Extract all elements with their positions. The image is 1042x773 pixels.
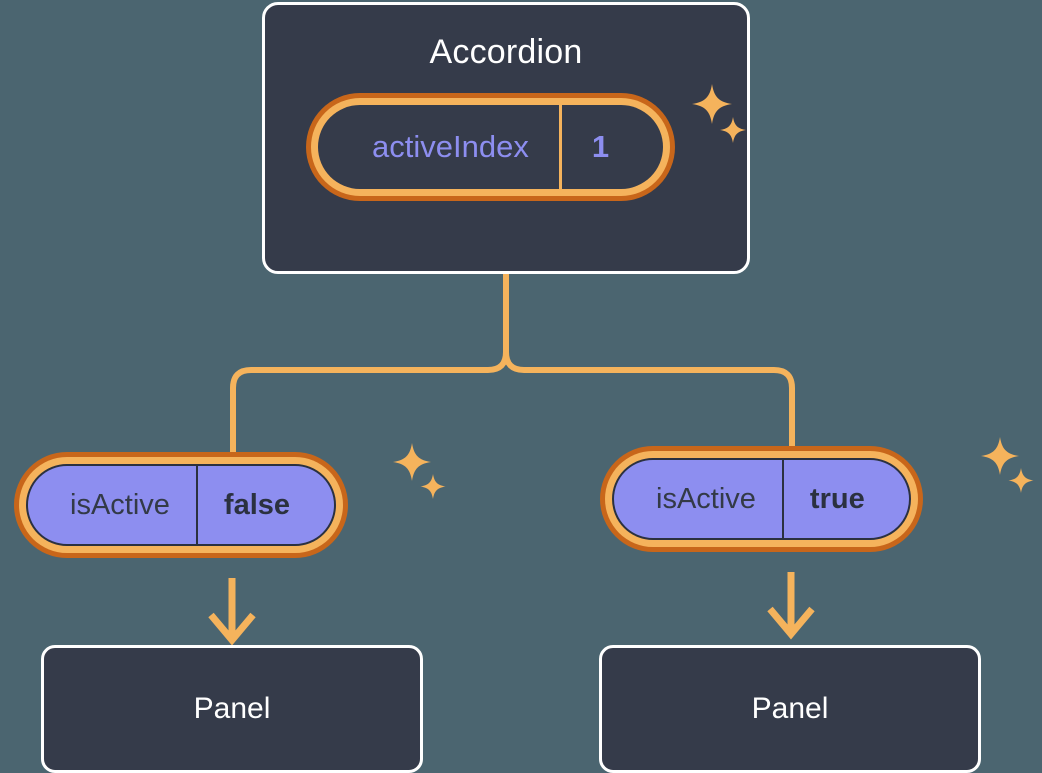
pill-body: activeIndex 1 xyxy=(318,105,664,189)
pill-outer-ring: isActive false xyxy=(14,452,349,558)
state-value-label: false xyxy=(223,488,291,521)
panel-title: Panel xyxy=(193,692,271,725)
arrow-head-right xyxy=(767,606,815,640)
panel-title: Panel xyxy=(751,692,829,725)
page-title: Accordion xyxy=(429,33,583,71)
state-key-label: isActive xyxy=(28,466,198,544)
sparkle-icon xyxy=(1008,468,1034,493)
pill-inner-ring: isActive false xyxy=(19,457,344,553)
pill-body: isActive false xyxy=(26,464,337,546)
panel-card-left[interactable]: Panel xyxy=(41,645,423,773)
state-value-label: 1 xyxy=(591,129,610,164)
state-pill-is-active-true[interactable]: isActive true xyxy=(600,446,923,552)
arrow-head-left xyxy=(208,612,256,646)
pill-inner-ring: isActive true xyxy=(605,451,918,547)
pill-body: isActive true xyxy=(612,458,911,540)
state-pill-is-active-false[interactable]: isActive false xyxy=(14,452,349,558)
sparkle-icon xyxy=(420,474,446,499)
state-value-label: true xyxy=(809,482,865,515)
state-key-label: isActive xyxy=(614,460,784,538)
sparkle-icon-group xyxy=(981,437,1034,493)
panel-card-right[interactable]: Panel xyxy=(599,645,981,773)
sparkle-icon xyxy=(393,443,431,481)
state-pill-active-index[interactable]: activeIndex 1 xyxy=(306,93,676,201)
pill-inner-ring: activeIndex 1 xyxy=(311,98,671,196)
pill-outer-ring: activeIndex 1 xyxy=(306,93,676,201)
sparkle-icon xyxy=(981,437,1019,475)
state-key-label: activeIndex xyxy=(318,105,562,189)
pill-outer-ring: isActive true xyxy=(600,446,923,552)
branch-connector xyxy=(503,271,795,459)
sparkle-icon-group xyxy=(393,443,446,499)
branch-connector xyxy=(230,271,509,465)
